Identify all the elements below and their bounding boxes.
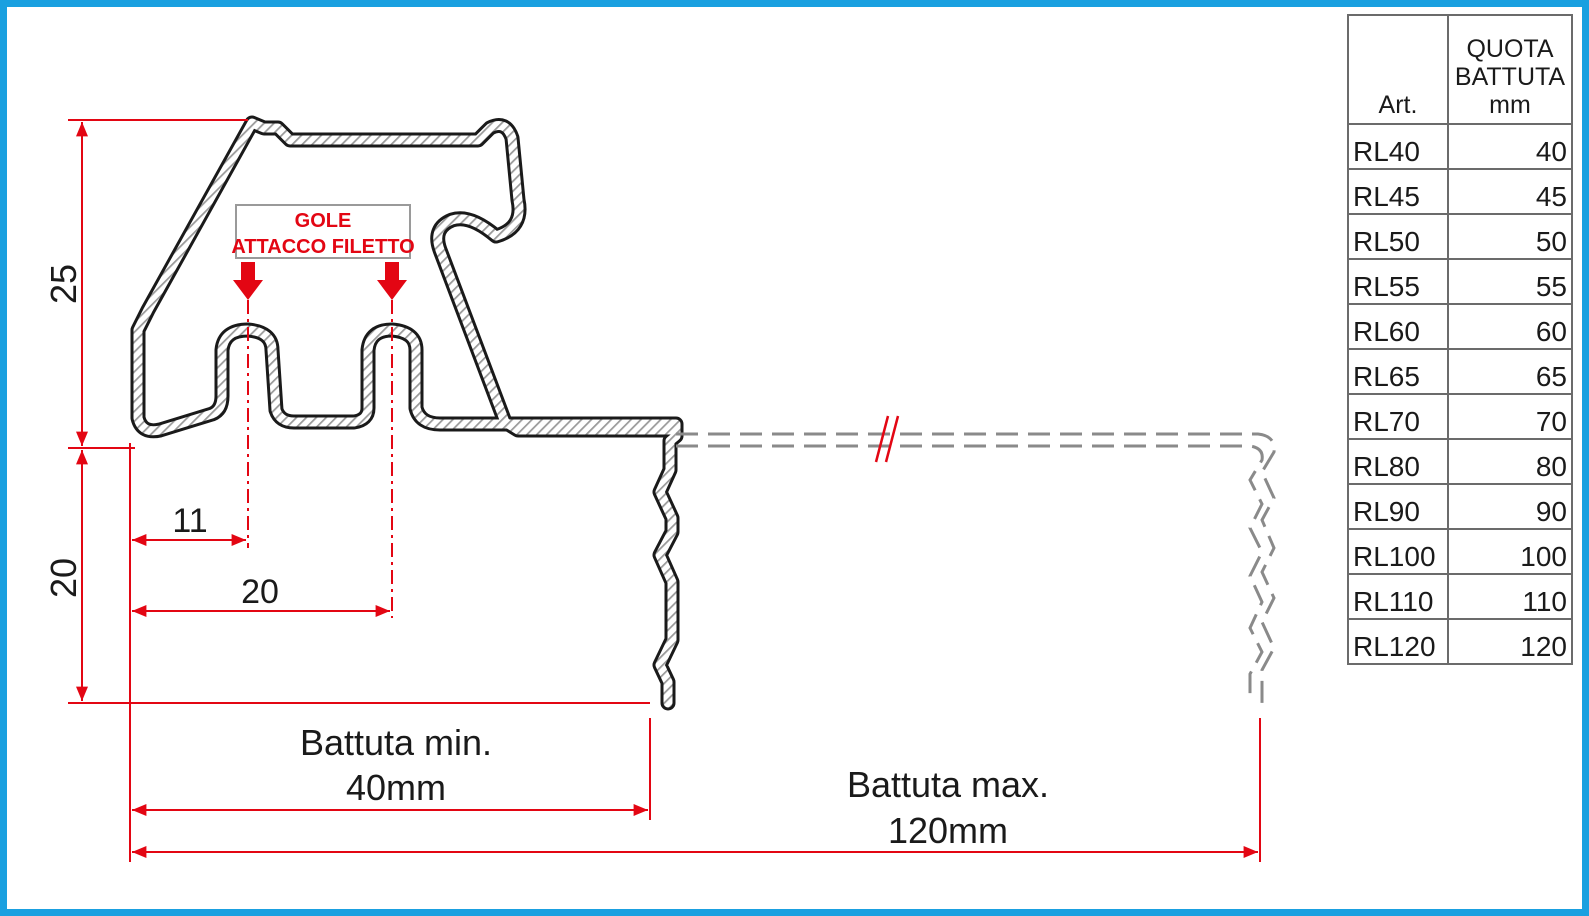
cell-art: RL60 — [1347, 303, 1449, 350]
cell-quota: 80 — [1447, 438, 1573, 485]
down-arrow-groove-2-icon — [377, 262, 407, 300]
dim-text-20-horizontal: 20 — [241, 573, 279, 611]
cell-art: RL90 — [1347, 483, 1449, 530]
cell-art: RL40 — [1347, 123, 1449, 170]
cell-quota: 60 — [1447, 303, 1573, 350]
dashed-extension — [676, 432, 1276, 703]
cell-art: RL70 — [1347, 393, 1449, 440]
frame-profile — [130, 115, 684, 711]
cell-quota: 100 — [1447, 528, 1573, 575]
cell-art: RL110 — [1347, 573, 1449, 620]
gole-label-line1: GOLE — [295, 210, 352, 232]
cell-art: RL45 — [1347, 168, 1449, 215]
header-quota-line1: QUOTA — [1466, 35, 1554, 63]
dim-text-11: 11 — [172, 502, 207, 540]
battuta-max-value: 120mm — [888, 810, 1008, 851]
cell-art: RL80 — [1347, 438, 1449, 485]
cell-quota: 90 — [1447, 483, 1573, 530]
dim-text-25: 25 — [43, 264, 84, 304]
header-quota-battuta: QUOTA BATTUTA mm — [1447, 14, 1573, 125]
battuta-min-value: 40mm — [346, 767, 446, 808]
dimension-lines — [68, 119, 1261, 862]
cell-quota: 45 — [1447, 168, 1573, 215]
cell-quota: 120 — [1447, 618, 1573, 665]
cell-art: RL100 — [1347, 528, 1449, 575]
cell-quota: 55 — [1447, 258, 1573, 305]
header-quota-line3: mm — [1489, 91, 1531, 119]
dim-text-20-vertical: 20 — [43, 558, 84, 598]
cell-quota: 110 — [1447, 573, 1573, 620]
cell-quota: 65 — [1447, 348, 1573, 395]
header-quota-line2: BATTUTA — [1454, 63, 1566, 91]
cell-art: RL120 — [1347, 618, 1449, 665]
cell-quota: 40 — [1447, 123, 1573, 170]
cell-quota: 70 — [1447, 393, 1573, 440]
gole-callout: GOLE ATTACCO FILETTO — [231, 204, 415, 300]
battuta-max-label: Battuta max. — [847, 764, 1049, 805]
cell-quota: 50 — [1447, 213, 1573, 260]
down-arrow-groove-1-icon — [233, 262, 263, 300]
gole-label-line2: ATTACCO FILETTO — [231, 236, 414, 258]
table-header-row: Art. QUOTA BATTUTA mm — [1347, 14, 1573, 125]
cell-art: RL50 — [1347, 213, 1449, 260]
cell-art: RL55 — [1347, 258, 1449, 305]
header-art: Art. — [1347, 14, 1449, 125]
break-mark — [874, 415, 900, 463]
battuta-min-label: Battuta min. — [300, 722, 492, 763]
cell-art: RL65 — [1347, 348, 1449, 395]
